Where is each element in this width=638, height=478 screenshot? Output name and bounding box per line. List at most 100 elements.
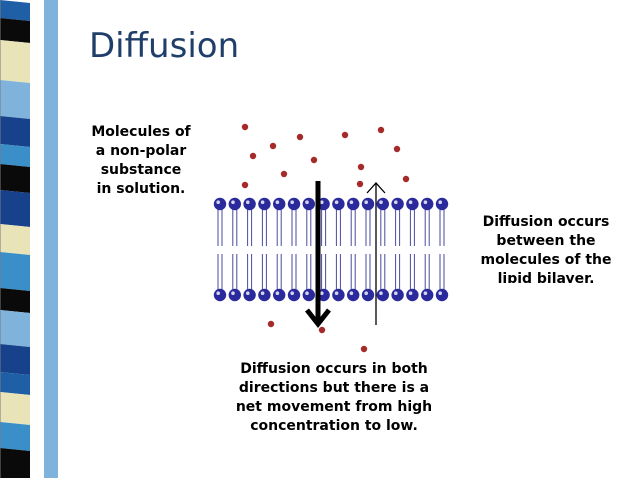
head-highlight	[290, 200, 295, 204]
phospholipid-head	[243, 197, 256, 211]
phospholipid-head	[391, 197, 404, 211]
head-highlight	[379, 291, 383, 296]
phospholipid-head	[287, 197, 301, 211]
strip-block	[0, 448, 30, 478]
phospholipid-head	[391, 288, 404, 302]
molecule-dot	[360, 345, 368, 353]
molecule-dot	[318, 326, 326, 334]
strip-block	[0, 344, 30, 375]
strip-block	[0, 252, 30, 291]
strip-block	[0, 372, 30, 395]
head-highlight	[320, 291, 324, 296]
phospholipid-head	[361, 197, 375, 211]
phospholipid-head	[213, 197, 227, 211]
strip-block	[0, 288, 30, 313]
head-highlight	[275, 291, 280, 296]
caption-diffusion-between-molecules: Diffusion occurs between the molecules o…	[480, 214, 612, 283]
head-highlight	[275, 200, 280, 204]
phospholipid-head	[406, 288, 419, 302]
phospholipid-head	[421, 288, 434, 302]
phospholipid-head	[376, 288, 389, 302]
strip-block	[0, 224, 30, 255]
head-highlight	[334, 200, 339, 204]
head-highlight	[364, 291, 369, 296]
strip-block	[0, 80, 30, 119]
molecule-dot	[249, 152, 257, 160]
phospholipid-head	[258, 288, 271, 302]
strip-block	[0, 392, 30, 425]
phospholipid-head	[228, 197, 241, 211]
phospholipid-head	[287, 288, 301, 302]
phospholipid-head	[213, 288, 227, 302]
caption-net-movement: Diffusion occurs in both directions but …	[235, 361, 433, 434]
strip-block	[0, 116, 30, 147]
head-highlight	[246, 200, 250, 204]
head-highlight	[408, 200, 413, 204]
phospholipid-head	[421, 197, 434, 211]
phospholipid-head	[361, 288, 375, 302]
head-highlight	[305, 200, 309, 204]
molecule-dot	[269, 142, 277, 150]
strip-band	[32, 0, 44, 478]
lipid-tails	[217, 209, 445, 290]
head-highlight	[364, 200, 369, 204]
head-highlight	[305, 291, 309, 296]
head-highlight	[408, 291, 413, 296]
phospholipid-head	[406, 197, 419, 211]
molecule-dot	[356, 180, 364, 188]
head-highlight	[320, 200, 324, 204]
phospholipid-head	[435, 197, 449, 211]
decorative-side-strip	[0, 0, 80, 478]
head-highlight	[216, 291, 220, 296]
phospholipid-head	[332, 197, 345, 211]
arrow-up-thin-icon	[366, 182, 386, 325]
strip-block	[0, 18, 30, 43]
head-highlight	[246, 291, 250, 296]
phospholipid-head	[258, 197, 271, 211]
phospholipid-heads-bottom	[213, 288, 449, 302]
phospholipid-head	[302, 197, 315, 211]
strip-block	[0, 0, 30, 21]
head-highlight	[438, 200, 443, 204]
strip-block	[0, 422, 30, 451]
molecule-dot	[341, 131, 349, 139]
caption-molecules-in-solution: Molecules of a non-polar substance in so…	[91, 124, 191, 197]
molecule-dot	[280, 170, 288, 178]
phospholipid-head	[302, 288, 315, 302]
strip-band	[44, 0, 58, 478]
head-highlight	[349, 291, 354, 296]
molecule-dot	[402, 175, 410, 183]
phospholipid-head	[347, 197, 360, 211]
phospholipid-head	[376, 197, 389, 211]
molecule-dot	[241, 181, 249, 189]
molecule-dot	[357, 163, 365, 171]
phospholipid-head	[273, 288, 286, 302]
slide-title: Diffusion	[89, 26, 240, 66]
head-highlight	[260, 200, 265, 204]
head-highlight	[394, 200, 398, 204]
phospholipid-head	[347, 288, 360, 302]
strip-block	[0, 310, 30, 347]
phospholipid-head	[332, 288, 345, 302]
head-highlight	[334, 291, 339, 296]
molecule-dot	[296, 133, 304, 141]
non-polar-molecules	[241, 123, 410, 353]
molecule-dot	[241, 123, 249, 131]
head-highlight	[231, 291, 235, 296]
strip-block	[0, 164, 30, 193]
arrow-down-bold-icon	[305, 181, 331, 329]
phospholipid-head	[243, 288, 256, 302]
molecule-dot	[267, 320, 275, 328]
head-highlight	[423, 200, 428, 204]
strip-block	[0, 144, 30, 167]
phospholipid-heads-top	[213, 197, 449, 211]
head-highlight	[216, 200, 220, 204]
head-highlight	[394, 291, 398, 296]
strip-block	[0, 190, 30, 227]
molecule-dot	[393, 145, 401, 153]
strip-block	[0, 40, 30, 83]
head-highlight	[379, 200, 383, 204]
head-highlight	[290, 291, 295, 296]
molecule-dot	[377, 126, 385, 134]
strip-band	[58, 0, 68, 478]
